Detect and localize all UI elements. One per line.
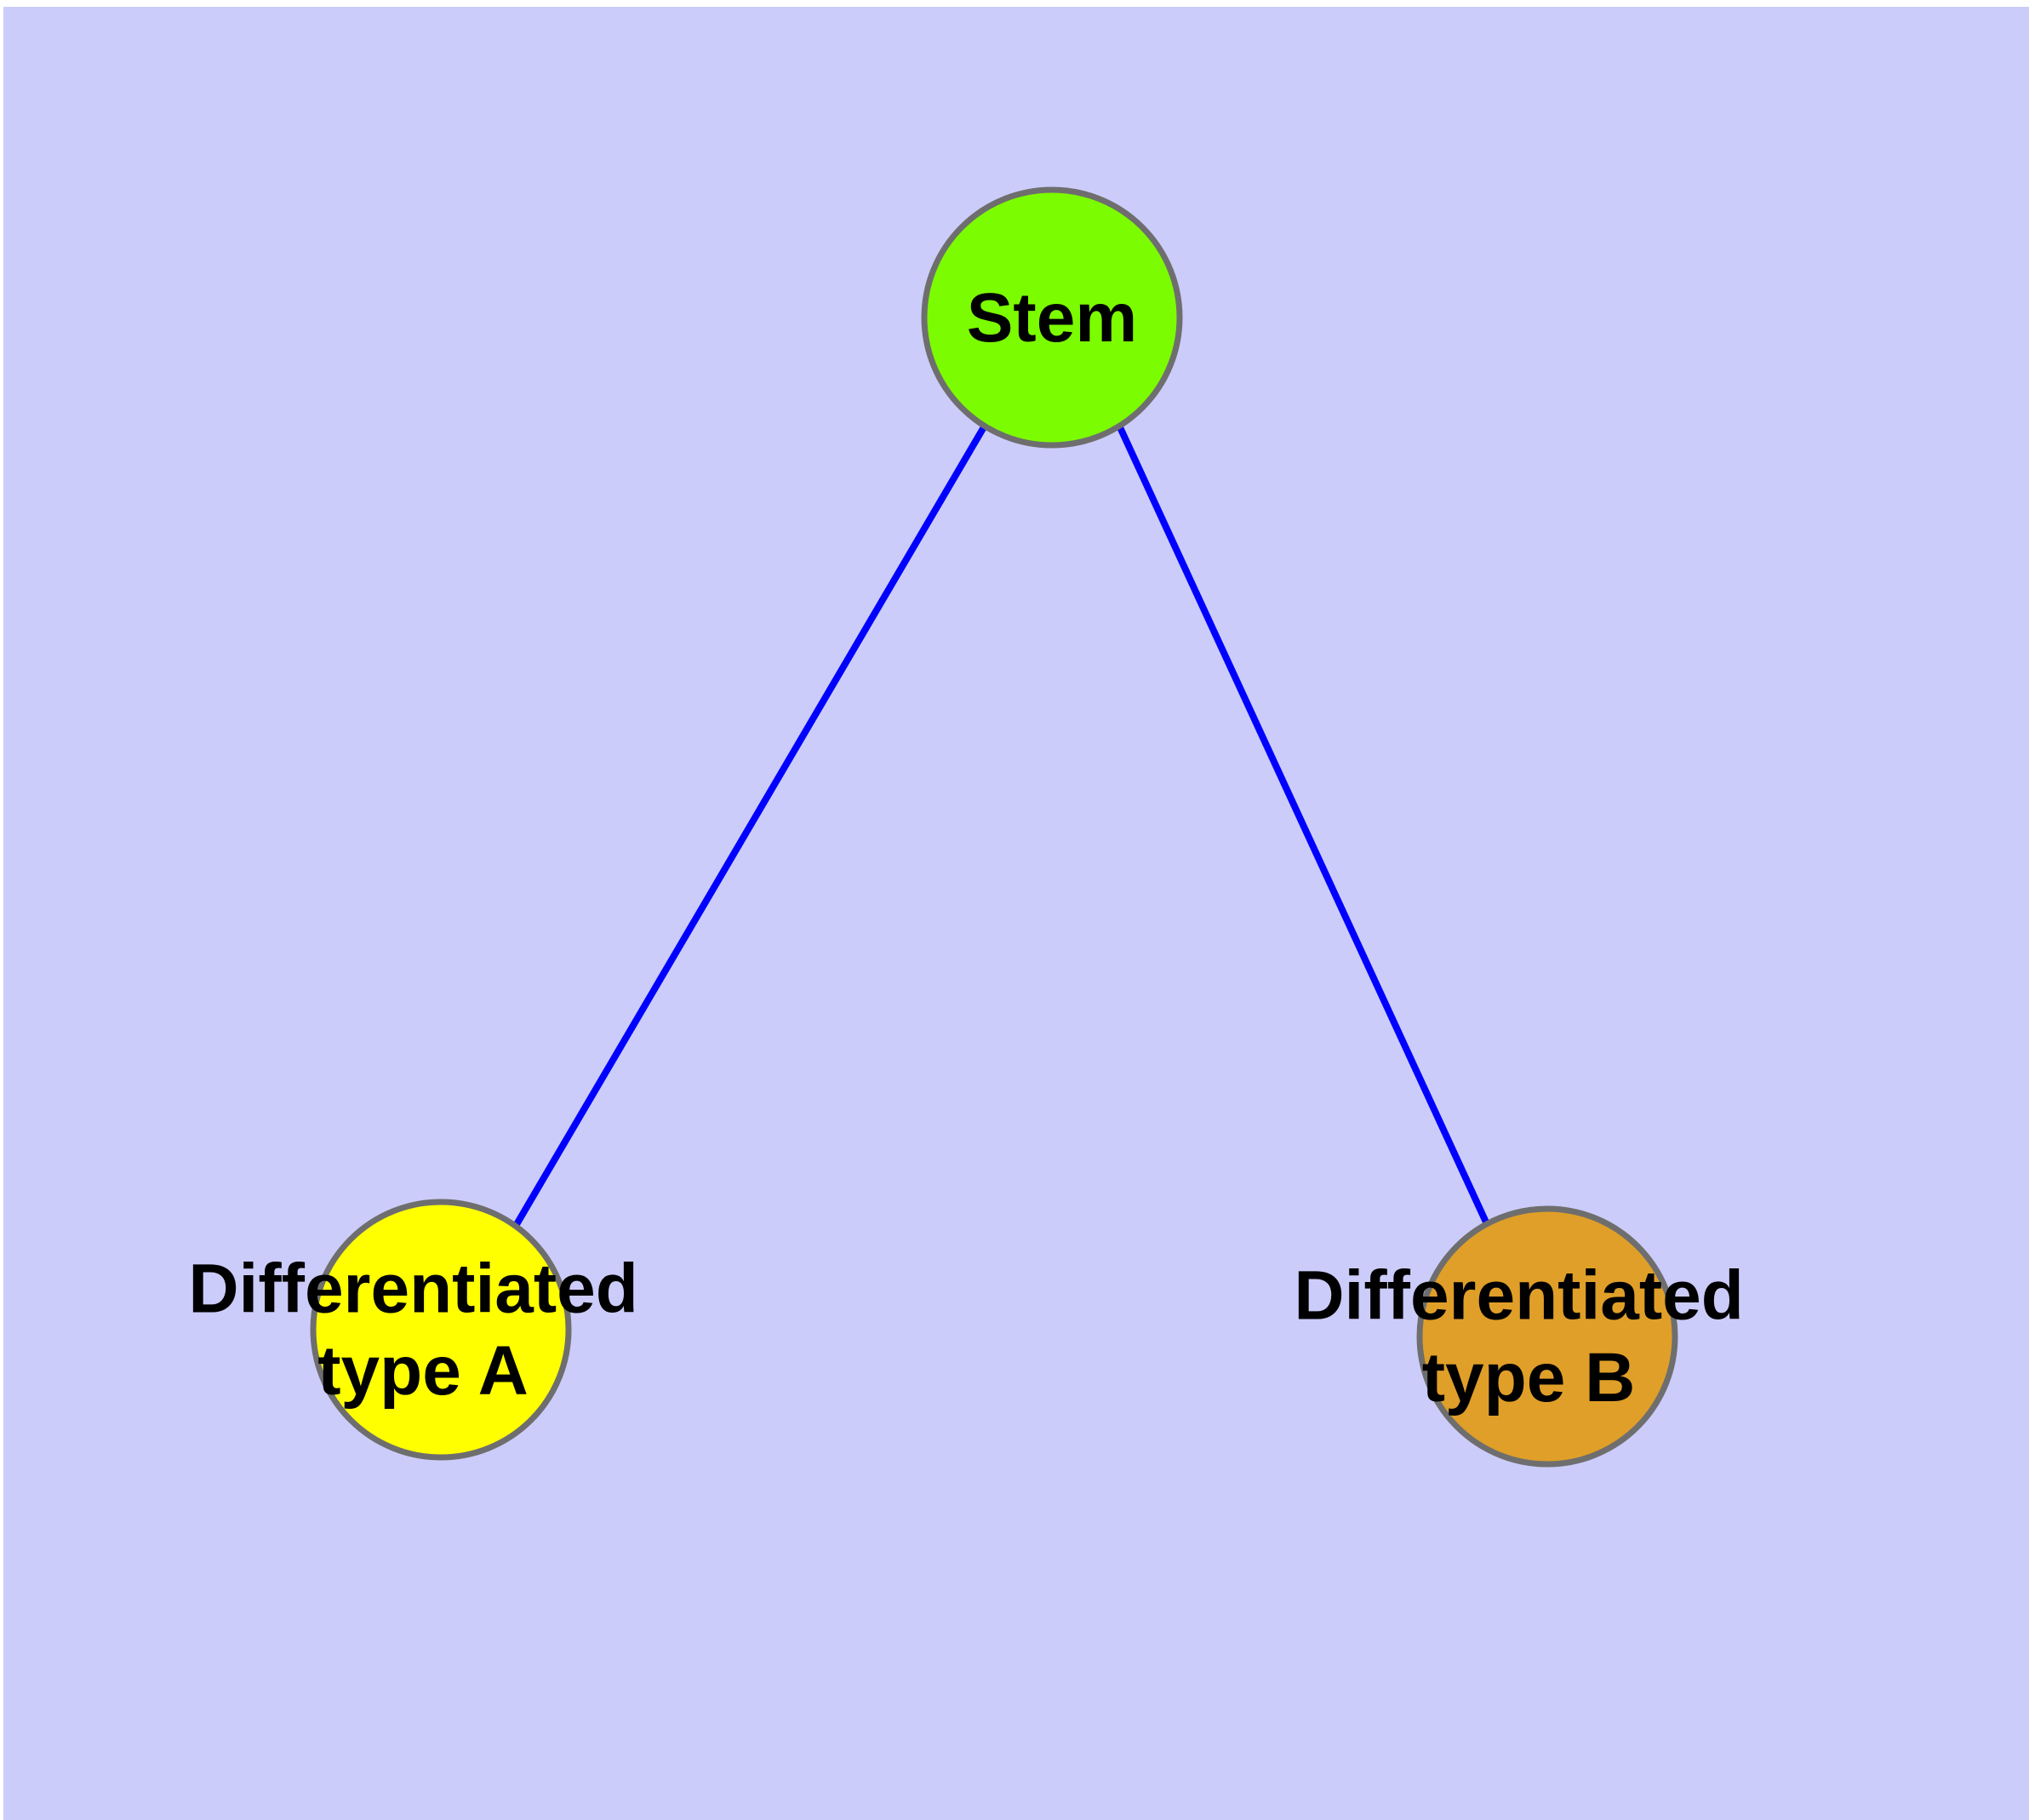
node-layer: Stem Differentiated type A Differentiate… xyxy=(188,186,1763,1468)
node-stem-circle[interactable] xyxy=(921,186,1183,449)
node-differentiated-type-b-label: Differentiated type B xyxy=(1294,1251,1763,1417)
edge-stem-to-differentiated-type-a[interactable] xyxy=(512,423,988,1228)
node-stem-label: Stem xyxy=(967,279,1138,357)
node-differentiated-type-a-label: Differentiated type A xyxy=(188,1245,657,1410)
node-differentiated-type-a[interactable]: Differentiated type A xyxy=(188,1199,657,1461)
edge-stem-to-differentiated-type-b[interactable] xyxy=(1117,426,1491,1228)
node-differentiated-type-a-label-line-1: Differentiated xyxy=(188,1250,638,1327)
node-stem-label-line-1: Stem xyxy=(967,279,1138,357)
node-differentiated-type-b-label-line-1: Differentiated xyxy=(1294,1256,1744,1334)
node-differentiated-type-b-label-line-2: type B xyxy=(1422,1339,1636,1417)
node-differentiated-type-b-circle[interactable] xyxy=(1416,1205,1678,1468)
node-differentiated-type-a-label-line-2: type A xyxy=(317,1332,529,1410)
edge-layer xyxy=(512,423,1491,1228)
node-differentiated-type-a-circle[interactable] xyxy=(310,1199,572,1461)
node-stem[interactable]: Stem xyxy=(921,186,1183,449)
node-differentiated-type-b[interactable]: Differentiated type B xyxy=(1294,1205,1763,1468)
